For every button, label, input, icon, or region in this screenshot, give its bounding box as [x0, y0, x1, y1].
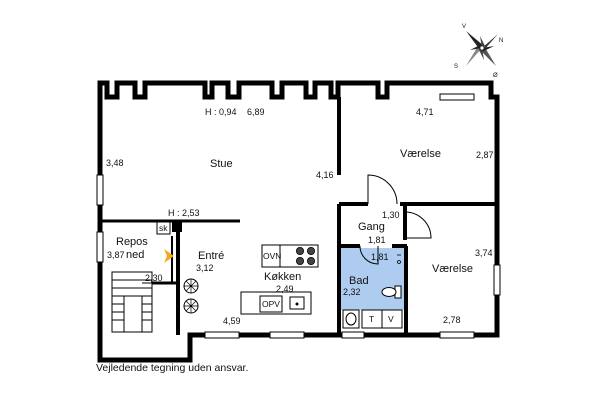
dim-vaerelse1-top: 4,71	[416, 107, 434, 117]
dim-koekken: 2,49	[276, 284, 294, 294]
dim-hall-height: H : 2,53	[168, 208, 200, 218]
interior-walls	[102, 97, 497, 335]
dim-stue-height: H : 0,94	[205, 107, 237, 117]
fixture-t: T	[369, 314, 374, 324]
dim-gang-depth: 1,81	[368, 235, 386, 245]
dim-repos-width: 2,30	[145, 273, 163, 283]
entrance-arrow-icon	[164, 249, 174, 263]
compass-n: N	[499, 38, 503, 44]
dim-koekken-bottom: 4,59	[223, 316, 241, 326]
sink-drain-icon	[295, 302, 299, 306]
room-label-repos-sub: ned	[126, 249, 144, 261]
room-label-vaerelse-1: Værelse	[400, 148, 441, 160]
fixture-opv: OPV	[262, 299, 280, 309]
doors	[359, 174, 432, 265]
bath-floor	[341, 248, 405, 310]
windows	[96, 93, 501, 339]
compass-o: Ø	[493, 73, 498, 79]
fixture-ovn: OVN	[263, 251, 281, 261]
room-label-bad: Bad	[349, 275, 369, 287]
chimney-block	[172, 222, 182, 232]
room-label-koekken: Køkken	[264, 271, 301, 283]
room-label-gang: Gang	[358, 221, 385, 233]
kitchen-counter	[240, 244, 319, 315]
room-label-repos: Repos	[116, 236, 148, 248]
utility-boxes	[361, 309, 403, 329]
toilet-icon	[381, 285, 402, 299]
outer-walls	[97, 80, 500, 363]
fixture-v: V	[388, 314, 394, 324]
room-label-vaerelse-2: Værelse	[432, 263, 473, 275]
room-label-entre: Entré	[198, 250, 224, 262]
dim-stue-width: 6,89	[247, 107, 265, 117]
room-label-stue: Stue	[210, 158, 233, 170]
dim-bad-width: 1,81	[371, 252, 389, 262]
cabinet-box	[156, 221, 171, 235]
dim-vaerelse2-bottom: 2,78	[443, 315, 461, 325]
stairs	[111, 271, 153, 333]
ventilation-icon	[183, 278, 199, 314]
dim-vaerelse1-right: 2,87	[476, 150, 494, 160]
washbasin-icon	[342, 309, 360, 329]
disclaimer-text: Vejledende tegning uden ansvar.	[96, 362, 249, 374]
dim-gang-width: 1,30	[382, 210, 400, 220]
compass-icon	[466, 31, 498, 66]
compass-v: V	[462, 24, 466, 30]
dim-stue-left: 3,48	[106, 158, 124, 168]
stove-icon	[295, 246, 315, 265]
dim-vaerelse2-right: 3,74	[475, 248, 493, 258]
fixture-sk: sk	[159, 223, 168, 233]
dim-repos-left: 3,87	[107, 250, 125, 260]
dim-bad-depth: 2,32	[343, 287, 361, 297]
compass-s: S	[454, 64, 458, 70]
dim-stue-right: 4,16	[316, 170, 334, 180]
dim-entre: 3,12	[196, 263, 214, 273]
shower-icon	[397, 254, 401, 264]
